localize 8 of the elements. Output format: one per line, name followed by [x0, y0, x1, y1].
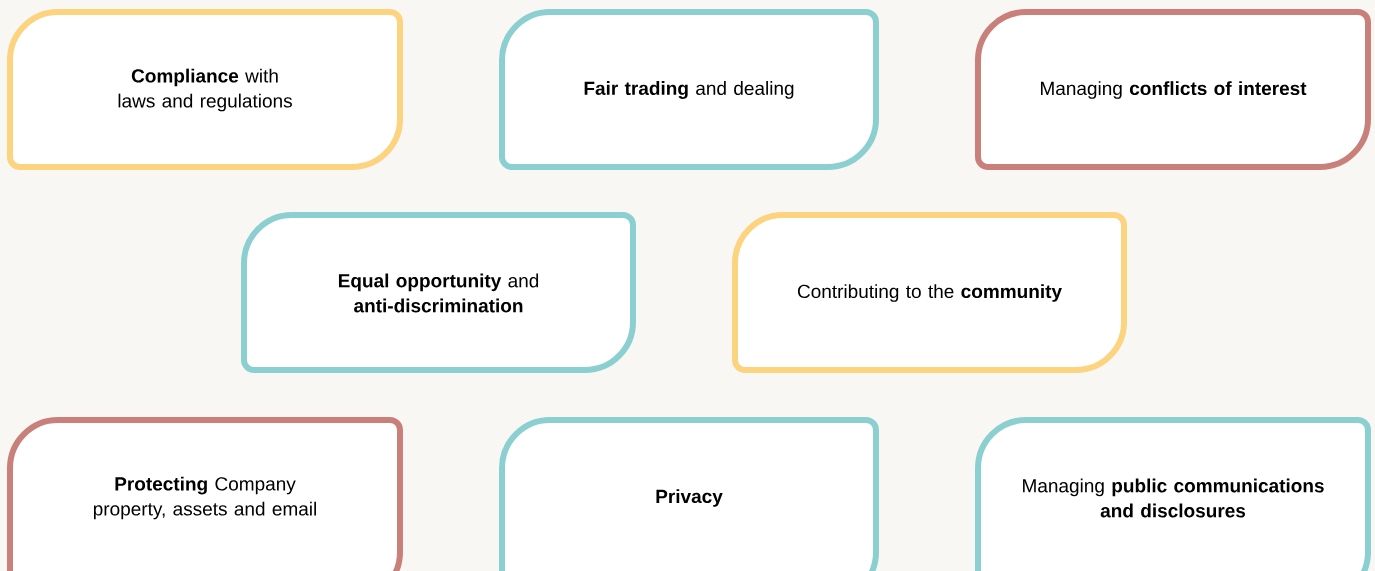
topic-box: Contributing to the community [732, 212, 1127, 373]
topic-box: Fair trading and dealing [499, 9, 879, 170]
topic-box: Protecting Company property, assets and email [7, 417, 403, 571]
topic-box: Compliance with laws and regulations [7, 9, 403, 170]
topic-box: Managing conflicts of interest [975, 9, 1371, 170]
topic-box: Managing public communications and disclosures [975, 417, 1371, 571]
topic-box: Privacy [499, 417, 879, 571]
topic-box: Equal opportunity and anti-discrimination [241, 212, 636, 373]
